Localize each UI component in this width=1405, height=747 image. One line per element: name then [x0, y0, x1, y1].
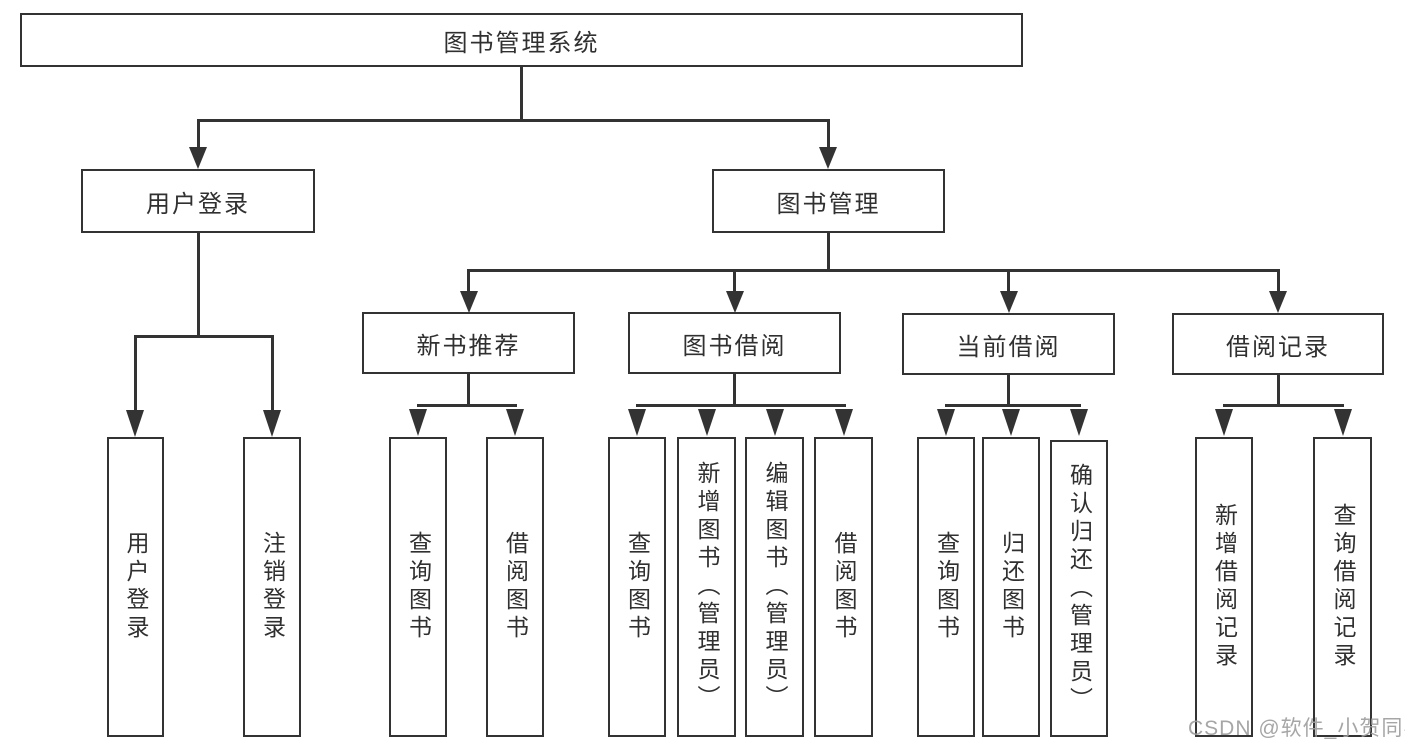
- leaf-current-confirm-return-admin: 确认归还（管理员）: [1050, 440, 1108, 737]
- leaf-borrow-borrow-book-label: 借阅图书: [831, 531, 857, 643]
- node-user-login: 用户登录: [81, 169, 315, 233]
- leaf-user-login: 用户登录: [107, 437, 164, 737]
- leaf-borrow-query-book-label: 查询图书: [624, 531, 651, 643]
- leaf-user-login-label: 用户登录: [123, 531, 149, 643]
- connector-drop-records: [1276, 270, 1280, 293]
- connector-drop-book-management: [826, 120, 830, 149]
- arrow-down-icon: [937, 409, 955, 436]
- node-borrow-records-label: 借阅记录: [1226, 333, 1330, 361]
- arrow-down-icon: [1070, 409, 1088, 436]
- csdn-watermark: CSDN @软件_小贺同学: [1188, 717, 1405, 740]
- node-book-borrow: 图书借阅: [628, 312, 841, 374]
- node-book-borrow-label: 图书借阅: [682, 332, 787, 360]
- node-new-book-recommend: 新书推荐: [362, 312, 575, 374]
- leaf-borrow-edit-book-admin: 编辑图书（管理员）: [745, 437, 804, 737]
- arrow-down-icon: [459, 291, 478, 313]
- node-borrow-records: 借阅记录: [1172, 313, 1384, 375]
- arrow-down-icon: [506, 409, 524, 436]
- arrow-down-icon: [126, 410, 144, 437]
- leaf-records-query-record: 查询借阅记录: [1313, 437, 1372, 737]
- connector-drop-leaf-logout: [270, 336, 274, 412]
- leaf-borrow-borrow-book: 借阅图书: [814, 437, 873, 737]
- connector-records-stem: [1276, 375, 1280, 406]
- connector-level3-bar: [466, 268, 1280, 272]
- node-book-management: 图书管理: [712, 169, 945, 233]
- leaf-recommend-borrow-book-label: 借阅图书: [502, 531, 529, 643]
- leaf-recommend-query-book: 查询图书: [389, 437, 447, 737]
- arrow-down-icon: [1269, 291, 1287, 313]
- connector-root-stem: [520, 67, 523, 120]
- connector-current-stem: [1007, 375, 1010, 406]
- node-book-management-label: 图书管理: [776, 190, 881, 218]
- leaf-recommend-query-book-label: 查询图书: [405, 531, 432, 643]
- leaf-logout: 注销登录: [243, 437, 301, 737]
- arrow-down-icon: [819, 147, 837, 169]
- leaf-current-query-book-label: 查询图书: [933, 531, 960, 643]
- connector-records-bar: [1222, 403, 1344, 407]
- leaf-logout-label: 注销登录: [259, 531, 286, 643]
- connector-drop-leaf-login: [133, 336, 137, 412]
- connector-current-bar: [944, 403, 1081, 407]
- arrow-down-icon: [409, 409, 427, 436]
- connector-borrow-bar: [635, 403, 846, 407]
- leaf-borrow-add-book-admin: 新增图书（管理员）: [677, 437, 736, 737]
- leaf-recommend-borrow-book: 借阅图书: [486, 437, 544, 737]
- node-current-borrow: 当前借阅: [902, 313, 1115, 375]
- leaf-current-return-book: 归还图书: [982, 437, 1040, 737]
- leaf-records-add-record: 新增借阅记录: [1195, 437, 1253, 737]
- node-root: 图书管理系统: [20, 13, 1023, 67]
- arrow-down-icon: [628, 409, 646, 436]
- connector-borrow-stem: [733, 374, 736, 406]
- arrow-down-icon: [1333, 409, 1352, 436]
- connector-drop-user-login: [196, 120, 200, 149]
- connector-drop-current: [1007, 270, 1010, 293]
- leaf-records-query-record-label: 查询借阅记录: [1330, 503, 1356, 671]
- node-user-login-label: 用户登录: [146, 190, 250, 218]
- arrow-down-icon: [765, 409, 784, 436]
- connector-level2-bar: [196, 118, 830, 122]
- leaf-current-confirm-return-admin-label: 确认归还（管理员）: [1066, 462, 1093, 715]
- leaf-current-return-book-label: 归还图书: [998, 531, 1025, 643]
- connector-user-login-stem: [196, 233, 200, 337]
- arrow-down-icon: [1215, 409, 1233, 436]
- leaf-current-query-book: 查询图书: [917, 437, 975, 737]
- arrow-down-icon: [697, 409, 716, 436]
- node-root-label: 图书管理系统: [443, 29, 600, 57]
- connector-drop-recommend: [467, 270, 470, 293]
- arrow-down-icon: [999, 291, 1018, 313]
- leaf-borrow-add-book-admin-label: 新增图书（管理员）: [694, 461, 720, 713]
- arrow-down-icon: [725, 291, 744, 313]
- connector-user-login-bar: [133, 334, 274, 338]
- connector-recommend-stem: [467, 374, 470, 406]
- arrow-down-icon: [189, 147, 207, 169]
- arrow-down-icon: [1002, 409, 1020, 436]
- leaf-borrow-query-book: 查询图书: [608, 437, 666, 737]
- connector-book-management-stem: [826, 232, 830, 271]
- node-current-borrow-label: 当前借阅: [956, 333, 1061, 361]
- node-new-book-recommend-label: 新书推荐: [416, 332, 521, 360]
- arrow-down-icon: [263, 410, 281, 437]
- leaf-records-add-record-label: 新增借阅记录: [1211, 503, 1238, 671]
- arrow-down-icon: [834, 409, 853, 436]
- leaf-borrow-edit-book-admin-label: 编辑图书（管理员）: [762, 461, 788, 713]
- connector-drop-borrow: [733, 270, 736, 293]
- connector-recommend-bar: [416, 403, 517, 407]
